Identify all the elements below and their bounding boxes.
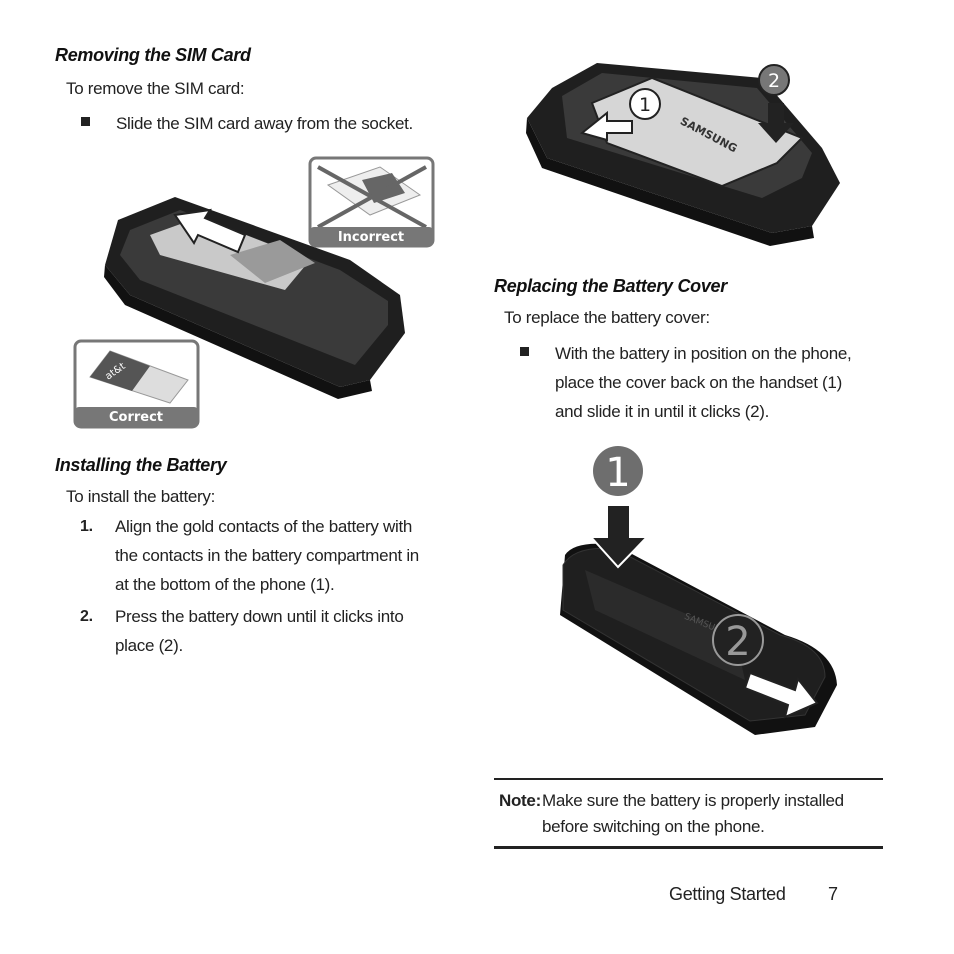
step-number: 2. bbox=[80, 608, 93, 625]
step-marker bbox=[758, 64, 790, 96]
note-bottom-rule bbox=[494, 846, 883, 849]
sim-section-heading: Removing the SIM Card bbox=[55, 45, 251, 65]
note-top-rule bbox=[494, 778, 883, 780]
slide-arrow-icon bbox=[173, 208, 247, 254]
svg-text:1: 1 bbox=[605, 450, 630, 496]
svg-text:1: 1 bbox=[639, 94, 651, 116]
step-line: at the bottom of the phone (1). bbox=[115, 575, 335, 594]
bullet-marker bbox=[81, 117, 90, 126]
step-marker bbox=[712, 614, 764, 666]
cover-intro-text: To replace the battery cover: bbox=[504, 308, 710, 327]
incorrect-label: Incorrect bbox=[338, 230, 404, 245]
svg-text:2: 2 bbox=[768, 70, 780, 92]
sim-bullet-text: Slide the SIM card away from the socket. bbox=[116, 114, 413, 133]
step-line: Press the battery down until it clicks i… bbox=[115, 607, 404, 626]
battery-section-heading: Installing the Battery bbox=[55, 455, 227, 475]
correct-inset: at&t Correct bbox=[73, 339, 200, 429]
incorrect-inset: Incorrect bbox=[308, 156, 435, 248]
sim-intro-text: To remove the SIM card: bbox=[66, 79, 245, 98]
cover-bullet-line: place the cover back on the handset (1) bbox=[555, 373, 842, 392]
arrow-icon bbox=[579, 110, 633, 142]
battery-intro-text: To install the battery: bbox=[66, 487, 216, 506]
cover-replace-figure: SAMSUNG 1 2 bbox=[560, 446, 837, 735]
bullet-marker bbox=[520, 347, 529, 356]
sim-removal-figure: Incorrect at&t Correct bbox=[73, 156, 435, 429]
page-number: 7 bbox=[828, 884, 838, 904]
step-line: the contacts in the battery compartment … bbox=[115, 546, 419, 565]
cover-bullet-line: With the battery in position on the phon… bbox=[555, 344, 852, 363]
footer-section: Getting Started bbox=[669, 884, 786, 904]
step-line: place (2). bbox=[115, 636, 183, 655]
cover-section-heading: Replacing the Battery Cover bbox=[494, 276, 727, 296]
step-marker bbox=[593, 446, 643, 496]
press-arrow-icon bbox=[758, 103, 794, 143]
slide-arrow-icon bbox=[743, 671, 819, 719]
cover-bullet-line: and slide it in until it clicks (2). bbox=[555, 402, 770, 421]
battery-install-figure: SAMSUNG 1 2 bbox=[526, 63, 840, 246]
correct-label: Correct bbox=[109, 410, 163, 425]
step-line: Align the gold contacts of the battery w… bbox=[115, 517, 413, 536]
step-marker bbox=[629, 88, 661, 120]
step-number: 1. bbox=[80, 518, 93, 535]
svg-text:2: 2 bbox=[725, 619, 750, 665]
press-arrow-icon bbox=[588, 504, 650, 569]
note-label: Note: bbox=[499, 791, 541, 810]
note-line: before switching on the phone. bbox=[542, 817, 765, 836]
note-line: Make sure the battery is properly instal… bbox=[542, 791, 844, 810]
